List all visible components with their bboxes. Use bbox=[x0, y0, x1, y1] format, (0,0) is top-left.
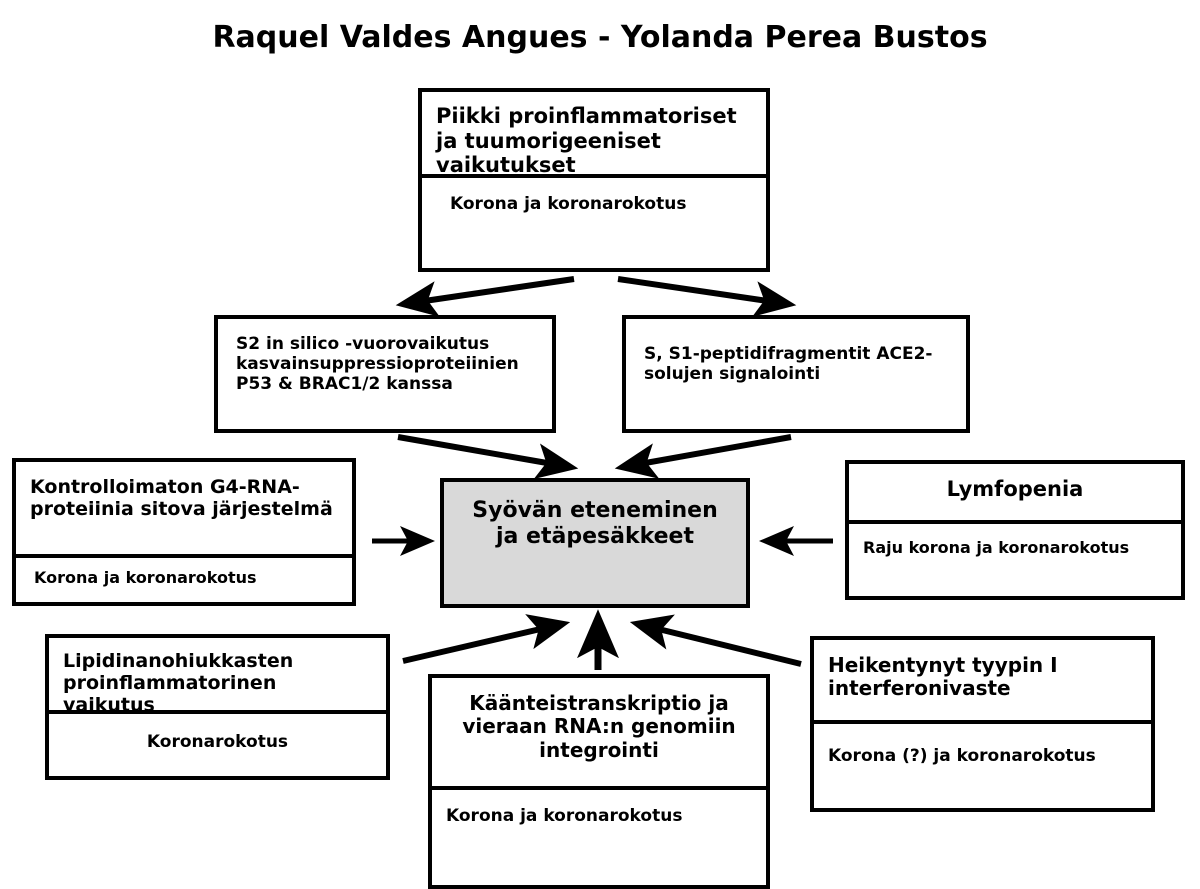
node-lipid-subtext: Koronarokotus bbox=[146, 732, 289, 752]
arrow-s2-to-cancer bbox=[397, 434, 579, 479]
node-interferon-subtext: Korona (?) ja koronarokotus bbox=[828, 746, 1096, 766]
node-cancer-heading: Syövän eteneminen ja etäpesäkkeet bbox=[472, 498, 718, 549]
node-reversetranscription-subtext: Korona ja koronarokotus bbox=[446, 806, 683, 826]
node-reverse-transcription[interactable]: Käänteistranskriptio ja vieraan RNA:n ge… bbox=[428, 674, 770, 889]
node-lipid-heading: Lipidinanohiukkasten proinflammatorinen … bbox=[49, 638, 386, 716]
page-title: Raquel Valdes Angues - Yolanda Perea Bus… bbox=[212, 20, 988, 55]
node-s2-heading: S2 in silico -vuorovaikutus kasvainsuppr… bbox=[236, 334, 519, 394]
arrow-interferon-to-cancer bbox=[629, 614, 802, 667]
node-lymphopenia-subtext: Raju korona ja koronarokotus bbox=[863, 538, 1130, 557]
arrow-spike-to-s2 bbox=[395, 276, 575, 317]
node-interferon-heading: Heikentynyt tyypin I interferonivaste bbox=[814, 640, 1151, 724]
node-spike-effects[interactable]: Piikki proinflammatoriset ja tuumorigeen… bbox=[418, 88, 770, 272]
arrow-s1-to-cancer bbox=[614, 434, 792, 479]
node-spike-subtext: Korona ja koronarokotus bbox=[450, 194, 687, 214]
node-cancer-progression[interactable]: Syövän eteneminen ja etäpesäkkeet bbox=[440, 478, 750, 608]
node-reversetranscription-heading: Käänteistranskriptio ja vieraan RNA:n ge… bbox=[432, 678, 766, 790]
arrow-spike-to-s1 bbox=[617, 276, 797, 317]
node-g4-rna-system[interactable]: Kontrolloimaton G4-RNA-proteiinia sitova… bbox=[12, 458, 356, 606]
node-s2-insilico[interactable]: S2 in silico -vuorovaikutus kasvainsuppr… bbox=[214, 315, 556, 433]
node-lymphopenia-heading: Lymfopenia bbox=[849, 464, 1181, 524]
node-lymphopenia[interactable]: Lymfopenia Raju korona ja koronarokotus bbox=[845, 460, 1185, 600]
node-lipid-nanoparticles[interactable]: Lipidinanohiukkasten proinflammatorinen … bbox=[45, 634, 390, 780]
node-interferon-response[interactable]: Heikentynyt tyypin I interferonivaste Ko… bbox=[810, 636, 1155, 812]
node-spike-heading: Piikki proinflammatoriset ja tuumorigeen… bbox=[422, 92, 766, 178]
node-g4-subtext: Korona ja koronarokotus bbox=[34, 568, 257, 587]
node-s1-heading: S, S1-peptidifragmentit ACE2-solujen sig… bbox=[644, 344, 933, 384]
node-s1-fragments[interactable]: S, S1-peptidifragmentit ACE2-solujen sig… bbox=[622, 315, 970, 433]
node-g4-heading: Kontrolloimaton G4-RNA-proteiinia sitova… bbox=[16, 462, 352, 558]
arrow-lipid-to-cancer bbox=[402, 614, 571, 664]
